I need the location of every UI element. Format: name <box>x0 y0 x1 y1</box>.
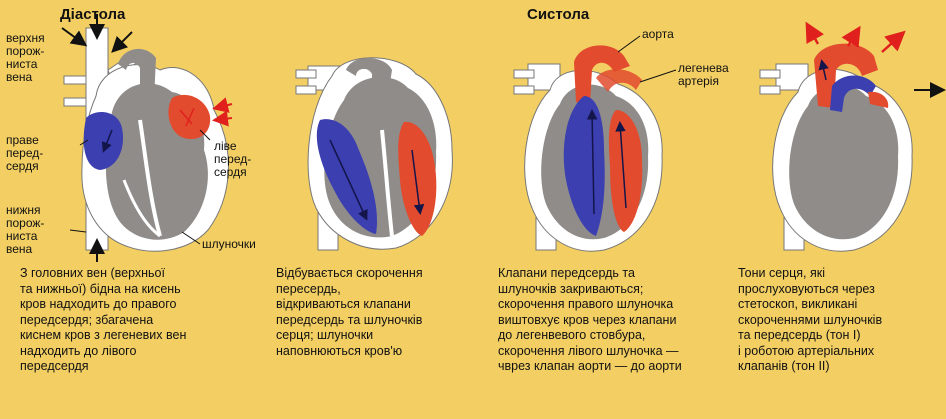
heart-diagram-2 <box>296 58 452 250</box>
caption-3: Клапани передсердь та шлуночків закриваю… <box>498 266 682 375</box>
label-superior-vena-cava: верхня порож- ниста вена <box>6 32 45 84</box>
label-inferior-vena-cava: нижня порож- ниста вена <box>6 204 44 256</box>
caption-4: Тони серця, які прослуховуються через ст… <box>738 266 882 375</box>
label-ventricles: шлуночки <box>202 238 256 251</box>
title-systole: Систола <box>527 6 589 23</box>
heart-diagram-1 <box>62 14 232 262</box>
title-diastole: Діастола <box>60 6 125 23</box>
heart-diagram-3 <box>514 36 676 251</box>
label-aorta: аорта <box>642 28 674 41</box>
caption-1: З головних вен (верхньої та нижньої) бід… <box>20 266 186 375</box>
label-pulmonary-artery: легенева артерія <box>678 62 729 88</box>
caption-2: Відбувається скорочення пересердь, відкр… <box>276 266 423 359</box>
label-right-atrium: праве перед- сердя <box>6 134 43 173</box>
label-left-atrium: ліве перед- сердя <box>214 140 251 179</box>
heart-diagram-4 <box>760 26 942 251</box>
